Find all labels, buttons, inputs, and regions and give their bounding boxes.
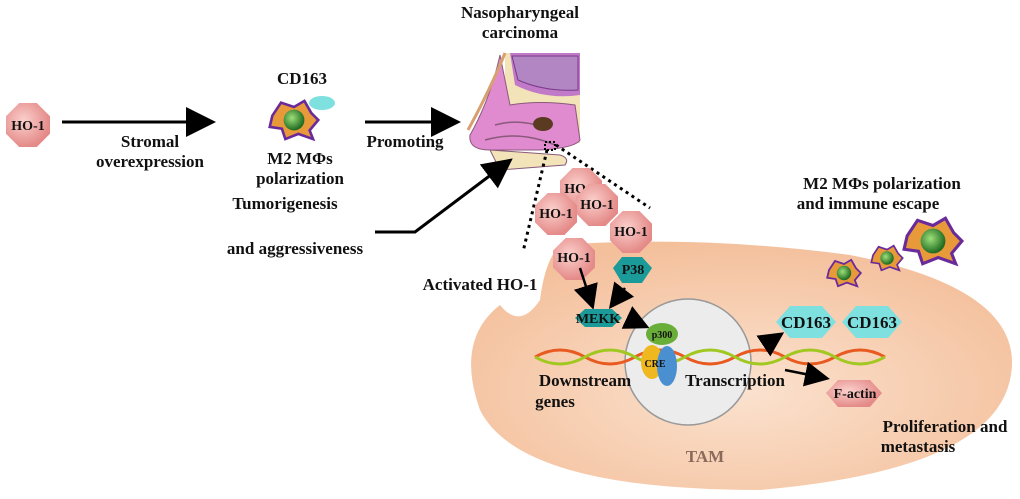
p300-label: p300 [652, 330, 673, 341]
svg-text:HO-1: HO-1 [580, 198, 613, 213]
polarization-label: polarization [256, 169, 344, 188]
transcription-label: Transcription [685, 371, 785, 390]
svg-text:HO-1: HO-1 [557, 251, 590, 266]
ho1-node: HO-1 [576, 184, 618, 226]
ho1-node: HO-1 [610, 211, 652, 253]
overexpression-label: overexpression [96, 152, 205, 171]
svg-text:P38: P38 [622, 263, 645, 278]
nasopharynx-illustration [466, 52, 581, 171]
p38-node: P38 [613, 257, 652, 283]
downstream-label: Downstream [539, 371, 631, 390]
immune-escape-label-2: and immune escape [797, 194, 940, 213]
cd163-top-label: CD163 [277, 69, 327, 88]
npc-subtitle: carcinoma [482, 23, 559, 42]
immune-escape-label-1: M2 MΦs polarization [803, 174, 961, 193]
dna-helix [534, 348, 886, 366]
factin-node: F-actin [826, 380, 882, 407]
zoom-line-right [555, 143, 651, 210]
tumorigenesis-label: Tumorigenesis [232, 194, 338, 213]
npc-title: Nasopharyngeal [461, 3, 579, 22]
ho1-node: HO-1 [553, 238, 595, 280]
cd163-blob-icon [309, 96, 335, 110]
stromal-label: Stromal [121, 132, 180, 151]
svg-text:HO-1: HO-1 [614, 225, 647, 240]
proliferation-label: Proliferation and [883, 417, 1008, 436]
genes-label: genes [535, 392, 575, 411]
svg-text:MEKK: MEKK [576, 312, 620, 327]
tam-label: TAM [686, 447, 724, 466]
cre-label: CRE [644, 359, 665, 370]
cd163-node: CD163 [776, 306, 836, 338]
ho1-node: HO-1 [535, 193, 577, 235]
mekk-node: MEKK [575, 309, 622, 327]
activated-ho1-label: Activated HO-1 [423, 275, 538, 294]
svg-text:CD163: CD163 [847, 313, 897, 332]
m2-label: M2 MΦs [267, 149, 333, 168]
arrow-tumorigenesis [375, 158, 513, 234]
aggressiveness-label: and aggressiveness [227, 239, 364, 258]
svg-text:HO-1: HO-1 [11, 119, 44, 134]
cre-complex: p300 CRE [641, 323, 678, 386]
cd163-node: CD163 [842, 306, 902, 338]
metastasis-label: metastasis [881, 437, 956, 456]
tumor-icon [533, 117, 553, 131]
promoting-label: Promoting [366, 132, 444, 151]
svg-text:HO-1: HO-1 [539, 207, 572, 222]
ho1-source-node: HO-1 [6, 103, 50, 147]
svg-text:F-actin: F-actin [834, 387, 877, 402]
macrophage-icon [902, 216, 964, 266]
svg-text:CD163: CD163 [781, 313, 831, 332]
